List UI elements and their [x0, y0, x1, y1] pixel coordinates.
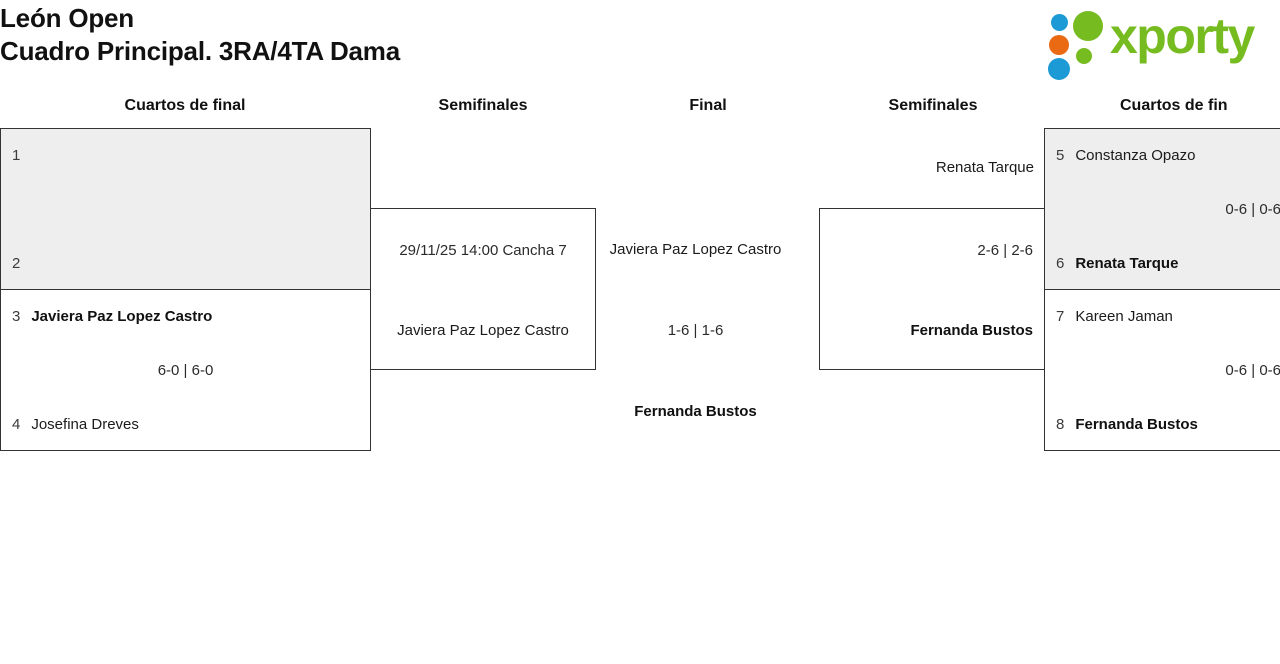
player-name: Renata Tarque: [1075, 255, 1179, 272]
seed-number: 5: [1056, 147, 1065, 164]
seed-number: 2: [12, 255, 21, 272]
match-score: 6-0 | 6-0: [157, 362, 214, 379]
seed-number: 8: [1056, 416, 1065, 433]
player-slot-bottom[interactable]: 8 Fernanda Bustos: [1045, 415, 1280, 435]
player-name: Javiera Paz Lopez Castro: [397, 322, 569, 339]
final-player-top[interactable]: Javiera Paz Lopez Castro: [583, 240, 808, 260]
player-name: Fernanda Bustos: [910, 322, 1033, 339]
player-slot-top[interactable]: 3 Javiera Paz Lopez Castro: [1, 307, 370, 327]
player-name: Constanza Opazo: [1075, 147, 1196, 164]
xporty-logo: xporty: [1046, 6, 1272, 80]
player-slot-bottom[interactable]: Javiera Paz Lopez Castro: [371, 321, 595, 341]
logo-dot-blue-top-icon: [1051, 14, 1068, 31]
player-slot-bottom[interactable]: 4 Josefina Dreves: [1, 415, 370, 435]
seed-number: 3: [12, 308, 21, 325]
player-name: Josefina Dreves: [31, 416, 139, 433]
logo-dot-green-large-icon: [1073, 11, 1103, 41]
logo-dot-orange-icon: [1049, 35, 1069, 55]
player-slot-bottom[interactable]: 2: [1, 254, 370, 274]
match-score: 0-6 | 0-6: [1225, 201, 1280, 218]
player-name: Renata Tarque: [935, 159, 1034, 176]
match-box-right-qf-1[interactable]: 5 Constanza Opazo 0-6 | 0-6 6 Renata Tarqu…: [1044, 128, 1280, 290]
round-heading-right-quarters: Cuartos de fin: [1120, 97, 1228, 114]
player-name: Fernanda Bustos: [634, 403, 757, 420]
logo-dot-blue-bottom-icon: [1048, 58, 1070, 80]
player-name: Javiera Paz Lopez Castro: [609, 241, 782, 258]
player-slot-top[interactable]: 1: [1, 146, 370, 166]
player-name: Fernanda Bustos: [1075, 416, 1198, 433]
right-semifinal-player-top[interactable]: Renata Tarque: [820, 158, 1034, 178]
round-heading-left-quarters: Cuartos de final: [124, 97, 246, 114]
final-player-bottom[interactable]: Fernanda Bustos: [583, 402, 808, 422]
match-box-left-qf-1[interactable]: 1 2: [0, 128, 371, 290]
seed-number: 6: [1056, 255, 1065, 272]
seed-number: 1: [12, 147, 21, 164]
tournament-name: León Open: [0, 3, 134, 33]
match-schedule: 29/11/25 14:00 Cancha 7: [399, 242, 567, 259]
player-name: Kareen Jaman: [1075, 308, 1173, 325]
logo-wordmark: xporty: [1110, 8, 1255, 64]
match-score: 0-6 | 0-6: [1225, 362, 1280, 379]
final-score: 1-6 | 1-6: [667, 322, 724, 339]
player-slot-bottom[interactable]: Fernanda Bustos: [820, 321, 1044, 341]
round-heading-left-semis: Semifinales: [438, 97, 528, 114]
round-heading-right-semis: Semifinales: [888, 97, 978, 114]
round-heading-final: Final: [689, 97, 727, 114]
player-slot-top[interactable]: 5 Constanza Opazo: [1045, 146, 1280, 166]
match-box-left-qf-2[interactable]: 3 Javiera Paz Lopez Castro 6-0 | 6-0 4 Jos…: [0, 289, 371, 451]
seed-number: 7: [1056, 308, 1065, 325]
player-slot-bottom[interactable]: 6 Renata Tarque: [1045, 254, 1280, 274]
page-title: León Open Cuadro Principal. 3RA/4TA Dama: [0, 0, 700, 68]
logo-dot-green-small-icon: [1076, 48, 1092, 64]
match-box-right-semifinal[interactable]: 2-6 | 2-6 Fernanda Bustos: [819, 208, 1045, 370]
logo-dots-icon: [1046, 10, 1118, 80]
player-name: Javiera Paz Lopez Castro: [31, 308, 213, 325]
match-box-right-qf-2[interactable]: 7 Kareen Jaman 0-6 | 0-6 8 Fernanda Bustos: [1044, 289, 1280, 451]
draw-name: Cuadro Principal. 3RA/4TA Dama: [0, 36, 400, 66]
seed-number: 4: [12, 416, 21, 433]
player-slot-top[interactable]: 7 Kareen Jaman: [1045, 307, 1280, 327]
match-score: 2-6 | 2-6: [977, 242, 1033, 259]
match-box-left-semifinal[interactable]: 29/11/25 14:00 Cancha 7 Javiera Paz Lope…: [370, 208, 596, 370]
